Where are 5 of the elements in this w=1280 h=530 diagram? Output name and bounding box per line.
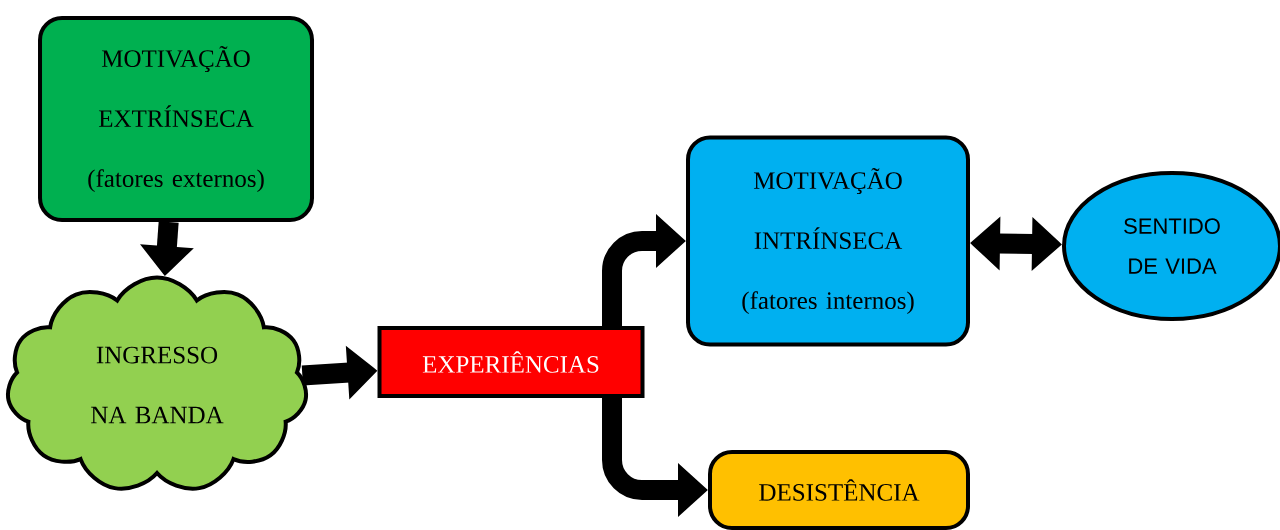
ellipse-node: SENTIDO DE VIDA [1062,171,1280,321]
process-box: DESISTÊNCIA [708,450,970,530]
process-box: EXPERIÊNCIAS [377,326,645,398]
process-box: MOTIVAÇÃO EXTRÍNSECA (fatores externos) [38,16,314,222]
process-box: MOTIVAÇÃO INTRÍNSECA (fatores internos) [686,135,970,347]
